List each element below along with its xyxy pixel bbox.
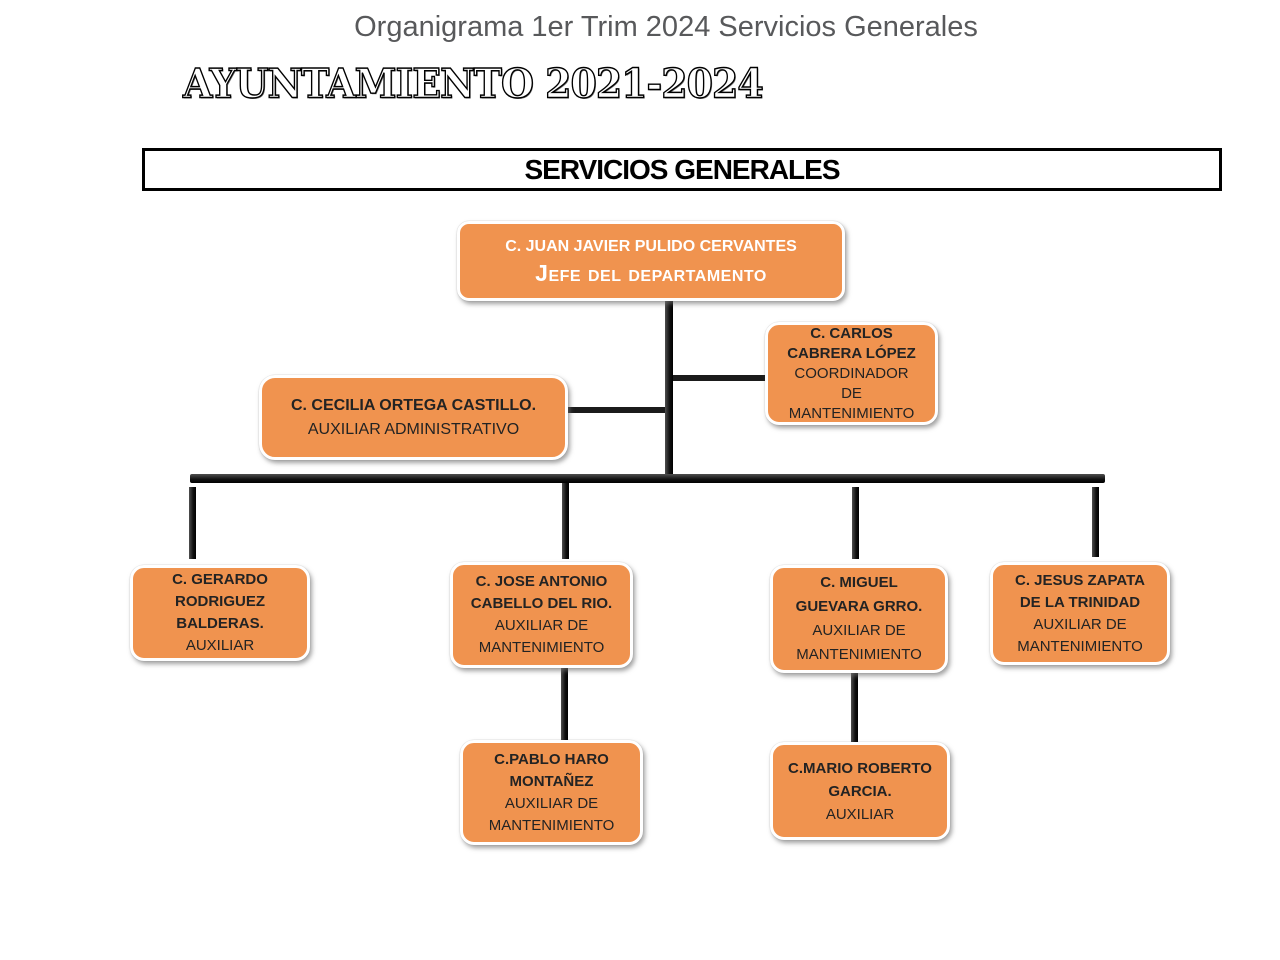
org-node-auxiliar-gerardo: C. GERARDO RODRIGUEZ BALDERAS. AUXILIAR bbox=[130, 565, 310, 661]
org-node-auxiliar-jesus: C. JESUS ZAPATA DE LA TRINIDAD AUXILIAR … bbox=[990, 562, 1170, 665]
org-node-auxiliar-administrativo: C. CECILIA ORTEGA CASTILLO. AUXILIAR ADM… bbox=[259, 375, 568, 460]
org-node-auxiliar-pablo: C.PABLO HARO MONTAÑEZ AUXILIAR DE MANTEN… bbox=[460, 740, 643, 845]
node-name: C. MIGUEL GUEVARA GRRO. bbox=[796, 571, 923, 619]
node-role: AUXILIAR DE MANTENIMIENTO bbox=[796, 619, 922, 667]
connector-aux-admin-branch bbox=[568, 407, 665, 413]
page-title: Organigrama 1er Trim 2024 Servicios Gene… bbox=[354, 11, 978, 43]
name-line: RODRIGUEZ bbox=[175, 593, 265, 610]
node-role: AUXILIAR DE MANTENIMIENTO bbox=[489, 793, 615, 837]
role-line: AUXILIAR DE bbox=[1033, 615, 1127, 633]
org-node-coordinador-mantenimiento: C. CARLOS CABRERA LÓPEZ COORDINADOR DE M… bbox=[765, 322, 938, 425]
node-role: COORDINADOR DE MANTENIMIENTO bbox=[789, 364, 915, 424]
name-line: C. MIGUEL bbox=[820, 574, 898, 591]
node-name: C. JESUS ZAPATA DE LA TRINIDAD bbox=[1015, 570, 1145, 614]
node-name: C.MARIO ROBERTO GARCIA. bbox=[788, 757, 932, 803]
connector-root-vertical bbox=[665, 300, 673, 478]
name-line: C. CARLOS bbox=[810, 324, 893, 342]
connector-aux3-to-sub2 bbox=[851, 673, 858, 742]
org-node-auxiliar-jose-antonio: C. JOSE ANTONIO CABELLO DEL RIO. AUXILIA… bbox=[450, 562, 633, 668]
name-line: C. JOSE ANTONIO bbox=[475, 573, 608, 590]
connector-main-horizontal-bar bbox=[190, 474, 1105, 483]
name-line: C.PABLO HARO bbox=[494, 750, 609, 768]
department-banner-label: SERVICIOS GENERALES bbox=[524, 153, 840, 185]
role-line: AUXILIAR DE bbox=[494, 617, 589, 634]
name-line: C. GERARDO bbox=[172, 571, 268, 588]
role-line: AUXILIAR DE bbox=[504, 794, 599, 812]
name-line: DE LA TRINIDAD bbox=[1019, 593, 1141, 611]
role-line: MANTENIMIENTO bbox=[788, 404, 915, 422]
department-banner: SERVICIOS GENERALES bbox=[142, 148, 1222, 191]
role-line: DE bbox=[841, 384, 862, 402]
connector-stub-aux1 bbox=[189, 487, 196, 559]
node-role: AUXILIAR DE MANTENIMIENTO bbox=[479, 615, 605, 659]
name-line: C. JESUS ZAPATA bbox=[1014, 571, 1145, 589]
node-role: AUXILIAR ADMINISTRATIVO bbox=[307, 420, 520, 438]
role-line: AUXILIAR DE bbox=[812, 622, 906, 639]
connector-stub-aux3 bbox=[852, 487, 859, 559]
name-line: CABRERA LÓPEZ bbox=[787, 344, 916, 362]
org-node-auxiliar-mario: C.MARIO ROBERTO GARCIA. AUXILIAR bbox=[770, 742, 950, 840]
name-line: GARCIA. bbox=[828, 782, 892, 800]
role-line: MANTENIMIENTO bbox=[488, 816, 615, 834]
node-role: AUXILIAR bbox=[185, 637, 255, 654]
node-role: Jefe del departamento bbox=[535, 260, 767, 286]
ayuntamiento-title: AYUNTAMIENTO 2021-2024 bbox=[182, 59, 764, 108]
role-line: COORDINADOR bbox=[794, 364, 909, 382]
node-name: C. JUAN JAVIER PULIDO CERVANTES bbox=[505, 238, 797, 255]
name-line: C.MARIO ROBERTO bbox=[788, 759, 932, 777]
connector-stub-aux4 bbox=[1092, 487, 1099, 557]
name-line: CABELLO DEL RIO. bbox=[470, 595, 613, 612]
node-name: C. CARLOS CABRERA LÓPEZ bbox=[787, 324, 916, 364]
node-name: C. JOSE ANTONIO CABELLO DEL RIO. bbox=[471, 571, 612, 615]
role-line: MANTENIMIENTO bbox=[796, 646, 922, 663]
connector-stub-aux2 bbox=[562, 483, 569, 559]
name-line: GUEVARA GRRO. bbox=[795, 598, 923, 615]
connector-coordinador-branch bbox=[673, 375, 765, 381]
org-node-jefe-departamento: C. JUAN JAVIER PULIDO CERVANTES Jefe del… bbox=[457, 221, 845, 301]
role-line: MANTENIMIENTO bbox=[478, 639, 605, 656]
node-role: AUXILIAR DE MANTENIMIENTO bbox=[1017, 614, 1143, 658]
name-line: MONTAÑEZ bbox=[509, 772, 594, 790]
role-line: MANTENIMIENTO bbox=[1017, 637, 1143, 655]
org-node-auxiliar-miguel: C. MIGUEL GUEVARA GRRO. AUXILIAR DE MANT… bbox=[770, 565, 948, 673]
node-role: AUXILIAR bbox=[825, 805, 895, 823]
node-name: C. CECILIA ORTEGA CASTILLO. bbox=[290, 396, 537, 414]
connector-aux2-to-sub1 bbox=[561, 668, 568, 740]
node-name: C. GERARDO RODRIGUEZ BALDERAS. bbox=[172, 569, 268, 635]
name-line: BALDERAS. bbox=[176, 615, 264, 632]
node-name: C.PABLO HARO MONTAÑEZ bbox=[494, 749, 609, 793]
